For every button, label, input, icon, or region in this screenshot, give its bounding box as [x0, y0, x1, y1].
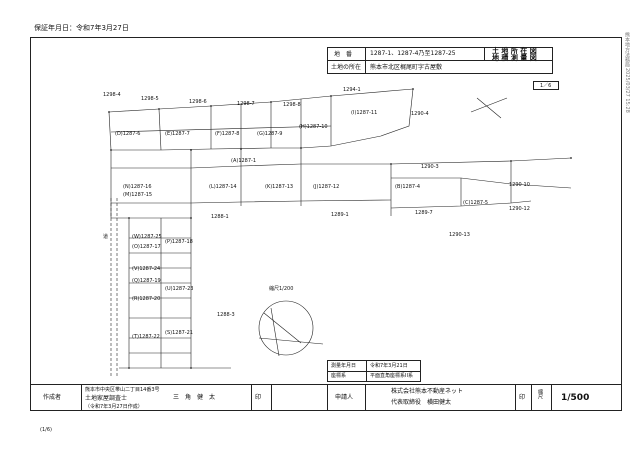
parcel-label: (V)1287-24	[132, 266, 160, 272]
parcel-label: (M)1287-15	[123, 192, 152, 198]
neighbor-label: 1290-4	[411, 111, 429, 117]
parcel-label: (E)1287-7	[165, 131, 190, 137]
parcel-label: (H)1287-10	[299, 124, 328, 130]
scale-value: 1/500	[561, 393, 590, 403]
neighbor-label: 1289-7	[415, 210, 433, 216]
records-row2-value: 平面直角座標系II系	[370, 373, 413, 379]
location-row: 土地の所在 熊本市北区梶尾町字古屋敷	[327, 60, 553, 74]
applicant-label: 申請人	[335, 394, 354, 401]
side-stamp-timestamp: 2025/03/27 15:28	[624, 68, 630, 113]
parcel-label: (P)1287-18	[165, 239, 193, 245]
parcel-label: (J)1287-12	[313, 184, 339, 190]
neighbor-label: 1298-4	[103, 92, 121, 98]
sheet-index-box: 1／6	[533, 81, 559, 90]
parcel-label: (U)1287-23	[165, 286, 193, 292]
neighbor-label: 1290-12	[509, 206, 530, 212]
page-number: (1/6)	[40, 427, 52, 433]
inset-title: 縮尺1/200	[269, 285, 293, 292]
records-row1-value: 令和7年3月21日	[370, 363, 408, 369]
neighbor-label: 1298-5	[141, 96, 159, 102]
neighbor-label: 1290-10	[509, 182, 530, 188]
parcel-label: (S)1287-21	[165, 330, 193, 336]
parcel-label: (F)1287-8	[215, 131, 240, 137]
records-row1-label: 測量年月日	[331, 363, 357, 369]
parcel-label: (T)1287-22	[132, 334, 160, 340]
doc-title-2: 地 積 測 量 図	[492, 54, 537, 62]
parcel-label: (O)1287-17	[132, 244, 161, 250]
lot-label: 地 番	[334, 51, 353, 58]
location-value: 熊本市北区梶尾町字古屋敷	[370, 64, 443, 71]
neighbor-label: 1298-8	[283, 102, 301, 108]
doc-title-1: 土 地 所 在 図	[492, 47, 537, 55]
parcel-label: (D)1287-6	[115, 131, 140, 137]
parcel-label: (Q)1287-19	[132, 278, 161, 284]
neighbor-label: 1294-1	[343, 87, 361, 93]
parcel-label: (R)1287-20	[132, 296, 160, 302]
author-date-note: （令和7年3月27日作成）	[85, 404, 143, 410]
neighbor-label: 1298-7	[237, 101, 255, 107]
parcel-label: (N)1287-16	[123, 184, 152, 190]
author-role: 土地家屋調査士	[85, 395, 128, 402]
author-seal: 印	[255, 394, 262, 401]
author-name: 三 角 健 太	[173, 394, 216, 401]
side-stamp-office: 熊本地方法務局	[624, 32, 630, 67]
parcel-label: (A)1287-1	[231, 158, 256, 164]
survey-drawing: (D)1287-6 (E)1287-7 (F)1287-8 (G)1287-9 …	[103, 87, 572, 378]
neighbor-label: 1288-1	[211, 214, 229, 220]
location-label: 土地の所在	[331, 64, 362, 71]
records-row2-label: 座標系	[331, 373, 347, 379]
applicant-seal: 印	[519, 394, 526, 401]
author-label: 作成者	[43, 394, 62, 401]
footer-band: 作成者 熊本市中央区帯山二丁目14番3号 土地家屋調査士 三 角 健 太 （令和…	[31, 384, 621, 411]
parcel-label: (L)1287-14	[209, 184, 237, 190]
neighbor-label: 1288-3	[217, 312, 235, 318]
author-address: 熊本市中央区帯山二丁目14番3号	[85, 387, 160, 393]
parcel-label: (C)1287-5	[463, 200, 488, 206]
applicant-company: 株式会社熊本不動産ネット	[391, 388, 464, 395]
neighbor-label: 1289-1	[331, 212, 349, 218]
road-label: 道	[103, 233, 108, 240]
sheet-index: 1／6	[540, 83, 552, 89]
applicant-representative: 代表取締役 横田健太	[391, 399, 452, 406]
records-box: 測量年月日 令和7年3月21日 座標系 平面直角座標系II系	[327, 360, 421, 382]
survey-sheet: 地 番 1287-1、1287-4乃至1287-25 土 地 所 在 図 地 積…	[30, 37, 622, 411]
print-date: 保証年月日：令和7年3月27日	[34, 24, 129, 32]
scale-label: 縮尺	[537, 389, 543, 399]
neighbor-label: 1298-6	[189, 99, 207, 105]
parcel-label: (K)1287-13	[265, 184, 293, 190]
lot-value: 1287-1、1287-4乃至1287-25	[370, 50, 456, 57]
neighbor-label: 1290-13	[449, 232, 470, 238]
neighbor-label: 1290-3	[421, 164, 439, 170]
parcel-label: (W)1287-25	[132, 234, 162, 240]
parcel-label: (B)1287-4	[395, 184, 420, 190]
title-cell: 土 地 所 在 図 地 積 測 量 図	[484, 47, 553, 62]
parcel-label: (G)1287-9	[257, 131, 283, 137]
lot-value-cell: 1287-1、1287-4乃至1287-25	[365, 47, 485, 61]
parcel-label: (I)1287-11	[351, 110, 377, 116]
